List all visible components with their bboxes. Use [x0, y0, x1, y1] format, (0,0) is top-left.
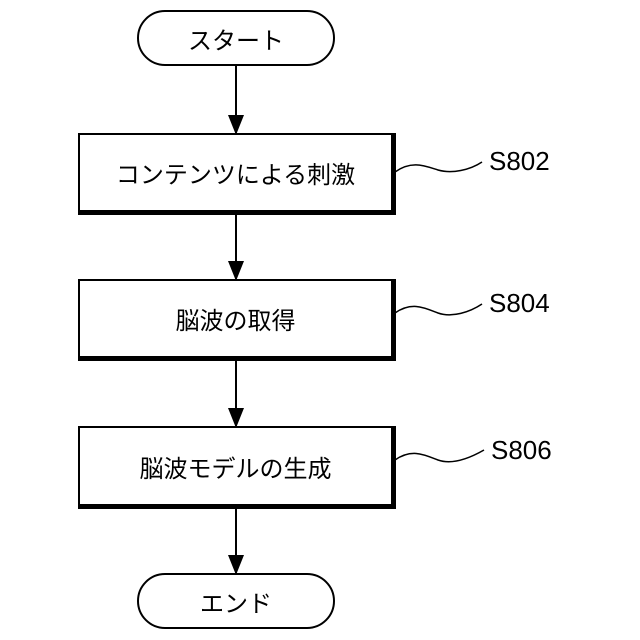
start-terminal: スタート — [137, 10, 335, 66]
process-step-s802: コンテンツによる刺激 — [78, 133, 396, 215]
leader-line-s806 — [395, 450, 484, 462]
process-step-s804: 脳波の取得 — [78, 279, 396, 361]
step-id-s802: S802 — [489, 146, 550, 177]
leader-line-s802 — [395, 162, 482, 172]
end-terminal: エンド — [137, 573, 335, 629]
step-id-s806: S806 — [491, 435, 552, 466]
start-label: スタート — [188, 21, 284, 56]
process-step-s806: 脳波モデルの生成 — [78, 426, 396, 509]
leader-line-s804 — [395, 304, 482, 315]
step-text: コンテンツによる刺激 — [116, 155, 355, 190]
step-text: 脳波モデルの生成 — [140, 449, 332, 484]
step-text: 脳波の取得 — [176, 301, 296, 336]
end-label: エンド — [200, 584, 272, 619]
step-id-s804: S804 — [489, 288, 550, 319]
